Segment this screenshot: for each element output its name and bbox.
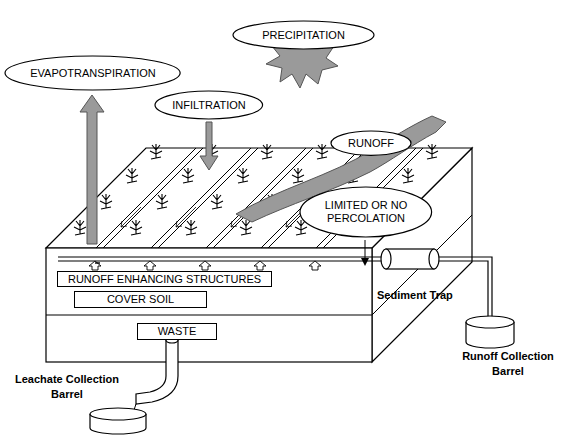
leachate-pipe — [136, 340, 178, 404]
plant-symbol — [185, 220, 197, 235]
part-label: Leachate Collection Barrel — [8, 372, 126, 402]
ellipse-callout: INFILTRATION — [154, 90, 264, 120]
ellipse-callout: PRECIPITATION — [232, 20, 375, 50]
plant-symbol — [156, 194, 168, 209]
ellipse-outline — [155, 91, 263, 119]
ellipse-outline — [300, 187, 432, 237]
waste-divider — [46, 314, 372, 315]
node-text: EVAPOTRANSPIRATION — [30, 67, 156, 80]
sediment-trap-end — [381, 249, 391, 269]
outlet-arrow — [254, 261, 266, 270]
plant-symbol — [100, 194, 112, 209]
node-text: LIMITED OR NO PERCOLATION — [320, 199, 412, 224]
plant-symbol — [74, 220, 86, 235]
sediment-trap-end — [429, 249, 439, 269]
plant-symbol — [261, 144, 273, 159]
evapotranspiration-arrow — [80, 95, 104, 244]
outlet-arrow — [144, 261, 156, 270]
node-text: RUNOFF — [348, 137, 394, 150]
node-text: INFILTRATION — [172, 99, 246, 112]
outlet-arrow — [309, 261, 321, 270]
part-label: Runoff Collection Barrel — [452, 349, 564, 379]
node-text: COVER SOIL — [107, 293, 174, 306]
channel-edge — [96, 148, 196, 248]
plant-symbol — [126, 168, 138, 183]
layer-box: WASTE — [137, 323, 217, 340]
node-text: WASTE — [158, 325, 197, 338]
infiltration-arrow — [200, 122, 218, 170]
cover-top-face — [46, 148, 472, 248]
plant-symbol — [240, 220, 252, 235]
collector-pipe — [58, 260, 385, 261]
node-text: RUNOFF ENHANCING STRUCTURES — [68, 273, 261, 286]
plant-symbol — [182, 168, 194, 183]
channel-edge — [103, 148, 203, 248]
ellipse-outline — [5, 56, 180, 90]
runoff-pipe — [439, 257, 492, 318]
precipitation-cloud — [266, 46, 338, 88]
collector-pipe — [58, 256, 385, 257]
node-text: PRECIPITATION — [262, 29, 345, 42]
layer-box: RUNOFF ENHANCING STRUCTURES — [57, 271, 272, 288]
ellipse-outline — [233, 21, 374, 49]
plant-symbol — [130, 220, 142, 235]
leachate-barrel-top — [90, 408, 146, 420]
part-label: Sediment Trap — [377, 288, 467, 303]
channel-edge — [151, 148, 251, 248]
plant-symbol — [237, 168, 249, 183]
ellipse-outline — [331, 131, 411, 155]
cover-front-face — [46, 248, 372, 362]
outlet-arrow — [199, 261, 211, 270]
layer-box: COVER SOIL — [74, 291, 207, 308]
ellipse-callout: EVAPOTRANSPIRATION — [4, 55, 181, 91]
plant-symbol — [292, 168, 304, 183]
plant-symbol — [150, 144, 162, 159]
ellipse-callout: LIMITED OR NO PERCOLATION — [299, 186, 433, 238]
outlet-arrow — [89, 261, 101, 270]
plant-symbol — [402, 168, 414, 183]
runoff-barrel-top — [466, 316, 514, 328]
plant-symbol — [211, 194, 223, 209]
percolation-arrowhead — [361, 258, 369, 266]
channel-outlet-arrows — [89, 261, 321, 270]
ellipse-callout: RUNOFF — [330, 130, 412, 156]
sediment-trap — [386, 249, 434, 269]
plant-symbol — [426, 144, 438, 159]
plant-symbol — [316, 144, 328, 159]
